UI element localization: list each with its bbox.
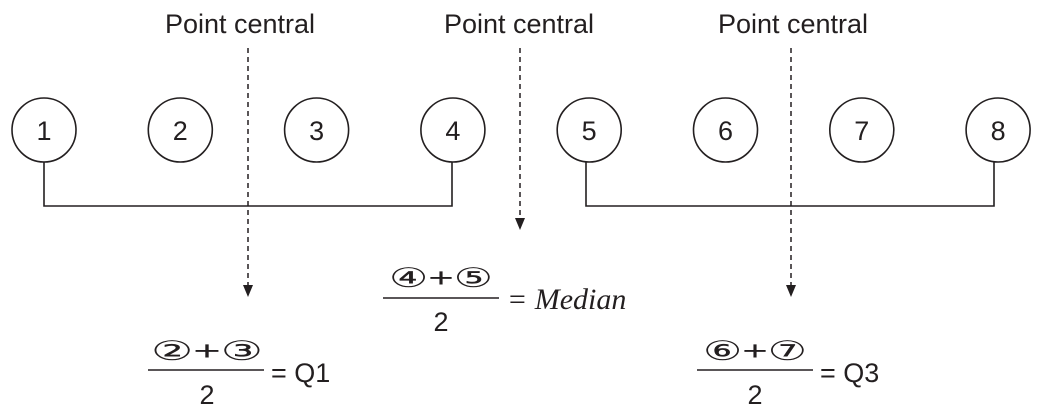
lower-half-bracket [43, 162, 453, 207]
data-point-label: 8 [991, 116, 1006, 146]
q3-formula: ⑥+⑦ 2 = Q3 [697, 336, 879, 410]
upper-half-bracket [585, 162, 995, 207]
data-point-circle [965, 97, 1031, 163]
data-point-circle [283, 97, 350, 163]
q1-denominator: 2 [199, 380, 214, 410]
median-center-label: Point central [444, 9, 594, 39]
data-point-circle [420, 97, 486, 163]
median-result: = Median [507, 283, 626, 316]
data-point-label: 3 [309, 116, 324, 146]
median-numerator: ④+⑤ [389, 263, 493, 293]
data-point-label: 7 [854, 116, 869, 146]
q3-result: = Q3 [820, 358, 879, 388]
median-formula: ④+⑤ 2 = Median [383, 263, 626, 337]
q1-center-label: Point central [165, 9, 315, 39]
median-arrow-icon [515, 218, 525, 230]
data-point-circle [11, 97, 77, 163]
q3-denominator: 2 [747, 380, 762, 410]
data-point-label: 2 [173, 116, 188, 146]
data-point-circle [147, 97, 214, 163]
data-point-label: 6 [718, 116, 733, 146]
median-denominator: 2 [433, 307, 448, 337]
q3-center-label: Point central [718, 9, 868, 39]
data-point-circle [692, 97, 759, 163]
data-point-circle [828, 97, 895, 163]
q1-result: = Q1 [271, 358, 330, 388]
data-points: 1 2 3 4 5 6 7 8 [11, 97, 1031, 163]
q3-numerator: ⑥+⑦ [703, 336, 807, 366]
data-point-label: 5 [582, 116, 597, 146]
q1-arrow-icon [243, 285, 253, 297]
q1-numerator: ②+③ [151, 336, 263, 366]
q3-arrow-icon [786, 285, 796, 297]
data-point-label: 1 [36, 116, 51, 146]
q1-formula: ②+③ 2 = Q1 [148, 336, 330, 410]
data-point-label: 4 [445, 116, 460, 146]
data-point-circle [556, 97, 623, 163]
